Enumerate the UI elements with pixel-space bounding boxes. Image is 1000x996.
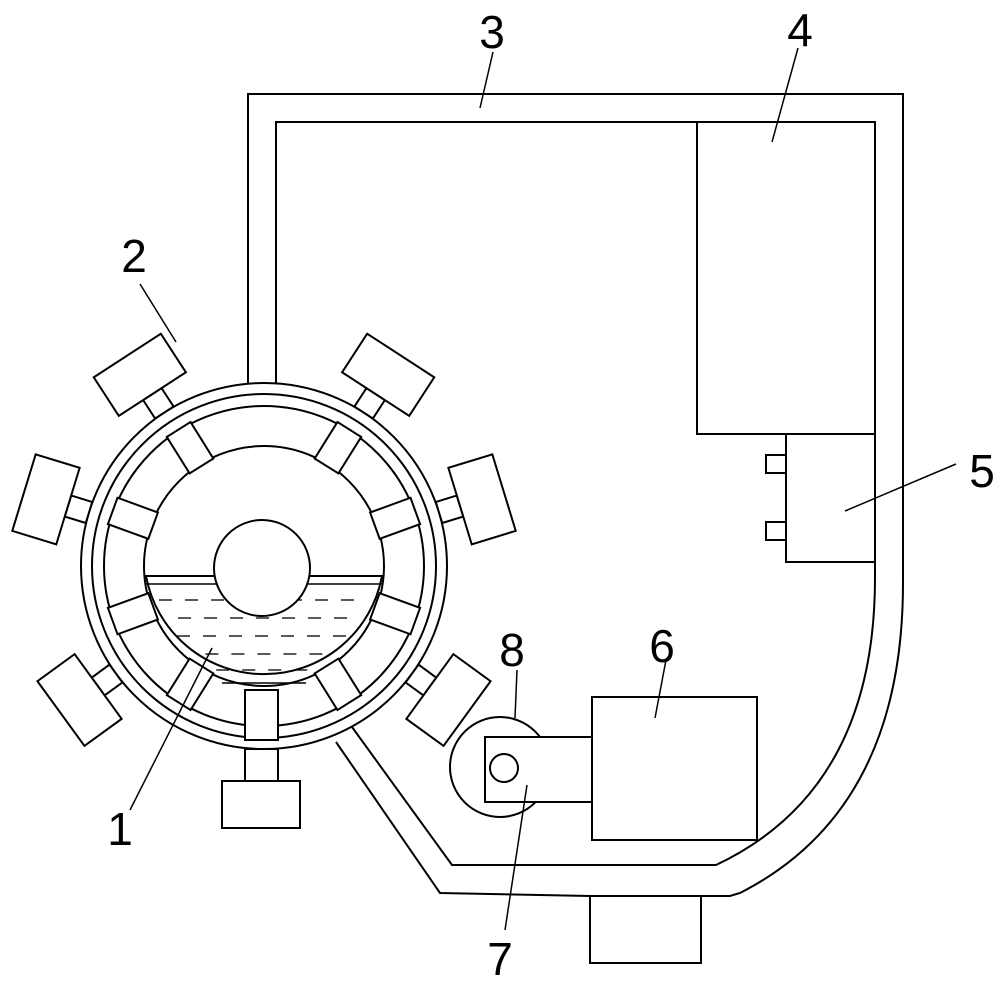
- label-4: 4: [787, 4, 813, 56]
- housing-inner-wall: [275, 121, 876, 866]
- leader-lines: [129, 47, 957, 931]
- leader-line-7: [504, 784, 528, 931]
- leader-line-1: [129, 647, 213, 811]
- nozzle-unit: [92, 332, 188, 420]
- component-4-box: [696, 121, 876, 435]
- bottom-base-block: [221, 780, 301, 829]
- leader-line-2: [139, 283, 177, 343]
- drum-spoke: [313, 657, 363, 712]
- component-5-connector-bottom: [765, 521, 787, 541]
- component-5-connector-top: [765, 454, 787, 474]
- base-foot: [589, 895, 702, 964]
- leader-line-4: [771, 47, 799, 143]
- component-5-box: [785, 433, 876, 563]
- label-6: 6: [649, 620, 675, 672]
- drum-spoke: [106, 591, 160, 636]
- drum-spokes: [106, 420, 422, 712]
- housing: [247, 93, 904, 897]
- drum-spoke: [313, 420, 363, 475]
- label-3: 3: [479, 6, 505, 58]
- nozzle-head: [36, 652, 124, 748]
- nozzle-unit: [11, 453, 94, 546]
- drum-spoke: [368, 496, 422, 541]
- label-7: 7: [487, 933, 513, 985]
- nozzle-units: [11, 332, 517, 748]
- wheel-assembly: [449, 716, 593, 818]
- nozzle-head: [404, 652, 492, 748]
- drum-center-hub: [213, 519, 311, 617]
- bottom-stem-outer: [244, 748, 279, 782]
- housing-outer-wall: [247, 93, 904, 897]
- nozzle-head: [340, 332, 436, 418]
- liquid-region: [144, 575, 384, 676]
- component-5: [765, 433, 876, 563]
- label-1: 1: [107, 803, 133, 855]
- drum-spoke: [368, 591, 422, 636]
- nozzle-head: [92, 332, 188, 418]
- leader-line-3: [479, 51, 494, 109]
- nozzle-head: [447, 453, 517, 546]
- link-7-pivot: [489, 753, 519, 783]
- leader-line-5: [844, 463, 957, 512]
- label-2: 2: [121, 230, 147, 282]
- part-labels: 1 2 3 4 5 6 7 8: [107, 4, 995, 985]
- component-6-box: [591, 696, 758, 841]
- nozzle-unit: [340, 332, 436, 420]
- leader-line-6: [654, 659, 667, 719]
- drum-spoke: [165, 420, 215, 475]
- leader-line-8: [514, 669, 518, 719]
- bottom-stem-inner: [244, 689, 279, 741]
- label-8: 8: [499, 624, 525, 676]
- label-5: 5: [969, 445, 995, 497]
- drum-assembly: [11, 332, 517, 829]
- nozzle-head: [11, 453, 81, 546]
- nozzle-unit: [36, 652, 124, 748]
- drum-spoke: [106, 496, 160, 541]
- drum-spoke: [165, 657, 215, 712]
- nozzle-unit: [434, 453, 517, 546]
- nozzle-unit: [404, 652, 492, 748]
